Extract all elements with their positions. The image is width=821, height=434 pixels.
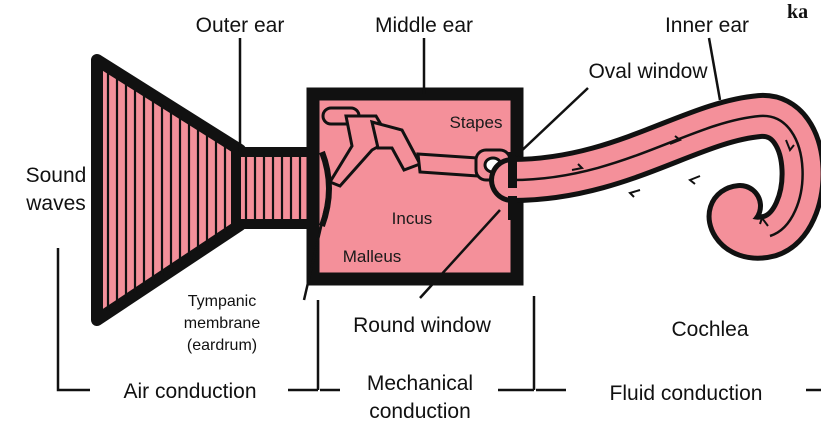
- label-malleus: Malleus: [343, 247, 402, 266]
- ear-canal: [236, 152, 316, 224]
- label-tympanic-1: Tympanic: [188, 293, 256, 310]
- label-tympanic-2: membrane: [184, 315, 261, 332]
- label-outer-ear: Outer ear: [196, 14, 285, 37]
- label-conduction: conduction: [369, 400, 471, 423]
- corner-text: ka: [787, 1, 808, 23]
- label-fluid-conduction: Fluid conduction: [610, 382, 763, 405]
- label-inner-ear: Inner ear: [665, 14, 749, 37]
- label-mechanical: Mechanical: [367, 372, 473, 395]
- outer-ear-horn: [97, 60, 240, 320]
- label-tympanic-3: (eardrum): [187, 337, 257, 354]
- label-incus: Incus: [392, 209, 433, 228]
- label-oval-window: Oval window: [588, 60, 708, 83]
- label-cochlea: Cochlea: [671, 318, 748, 341]
- label-round-window: Round window: [353, 314, 492, 337]
- label-sound: Sound: [26, 164, 87, 187]
- cochlea-shape: [512, 116, 803, 238]
- label-middle-ear: Middle ear: [375, 14, 473, 37]
- label-air-conduction: Air conduction: [123, 380, 256, 403]
- round-window-mark: [508, 196, 517, 220]
- label-stapes: Stapes: [450, 113, 503, 132]
- label-waves: waves: [25, 192, 86, 215]
- oval-window-mark: [508, 152, 517, 188]
- stapes-shape: [418, 154, 478, 176]
